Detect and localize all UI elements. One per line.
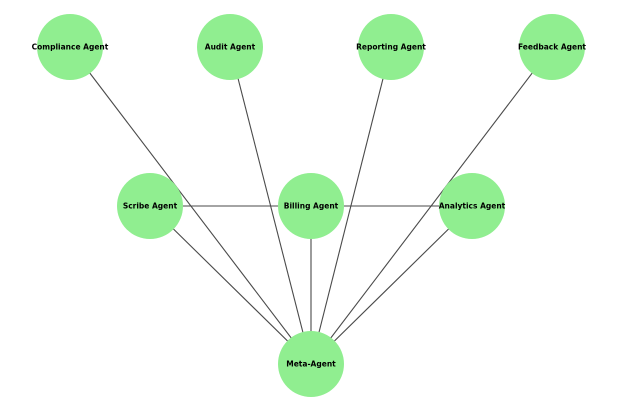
node-compliance-agent[interactable]: Compliance Agent (32, 14, 109, 80)
node-circle (37, 14, 103, 80)
edge-analytics-meta (310, 205, 473, 365)
nodes-layer: Compliance Agent Audit Agent Reporting A… (32, 14, 586, 397)
node-circle (439, 173, 505, 239)
node-audit-agent[interactable]: Audit Agent (197, 14, 263, 80)
node-circle (519, 14, 585, 80)
node-circle (117, 173, 183, 239)
node-label: Meta-Agent (286, 360, 336, 369)
node-circle (278, 173, 344, 239)
node-feedback-agent[interactable]: Feedback Agent (518, 14, 586, 80)
node-label: Reporting Agent (356, 43, 426, 52)
node-label: Compliance Agent (32, 43, 109, 52)
node-label: Analytics Agent (439, 202, 506, 211)
node-analytics-agent[interactable]: Analytics Agent (439, 173, 506, 239)
node-scribe-agent[interactable]: Scribe Agent (117, 173, 183, 239)
node-label: Feedback Agent (518, 43, 586, 52)
node-reporting-agent[interactable]: Reporting Agent (356, 14, 426, 80)
node-circle (358, 14, 424, 80)
node-billing-agent[interactable]: Billing Agent (278, 173, 344, 239)
node-label: Scribe Agent (123, 202, 178, 211)
node-circle (278, 331, 344, 397)
node-label: Audit Agent (205, 43, 256, 52)
node-circle (197, 14, 263, 80)
node-label: Billing Agent (284, 202, 339, 211)
edge-scribe-meta (149, 205, 312, 365)
node-meta-agent[interactable]: Meta-Agent (278, 331, 344, 397)
